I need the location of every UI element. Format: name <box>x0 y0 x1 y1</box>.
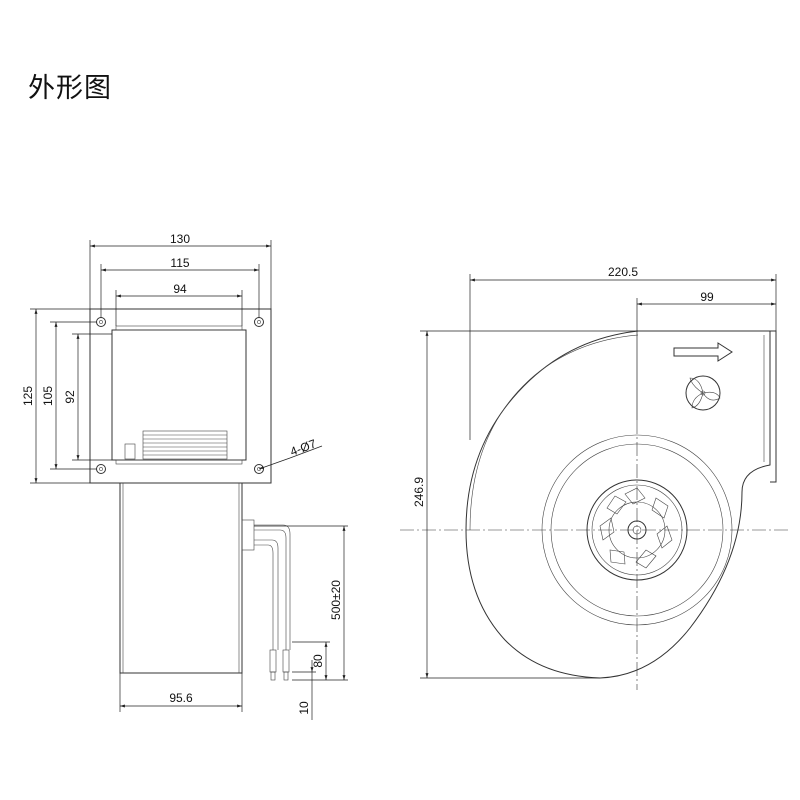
dim-246-9: 246.9 <box>412 477 426 507</box>
lead-wires <box>254 524 291 681</box>
dim-94: 94 <box>173 282 187 296</box>
side-view: 220.5 99 246.9 <box>400 265 790 690</box>
dim-105: 105 <box>41 386 55 406</box>
dim-92: 92 <box>63 390 77 404</box>
drawing-title: 外形图 <box>28 73 112 104</box>
dim-220-5: 220.5 <box>608 265 638 279</box>
impeller-blades <box>124 430 228 460</box>
impeller-blades-side <box>599 487 673 569</box>
front-view: 130 115 94 125 105 92 4-Ø7 95. <box>21 232 348 720</box>
dim-holes: 4-Ø7 <box>288 436 318 458</box>
front-flange <box>89 308 272 484</box>
dim-125: 125 <box>21 386 35 406</box>
dim-80: 80 <box>311 654 325 668</box>
dim-99: 99 <box>700 290 714 304</box>
rotation-direction-icon <box>685 375 721 411</box>
dim-130: 130 <box>170 232 190 246</box>
wire-connector <box>241 519 255 551</box>
mounting-holes <box>96 317 264 474</box>
dim-95-6: 95.6 <box>169 691 193 705</box>
dim-500: 500±20 <box>329 580 343 620</box>
outlet-flange <box>770 330 777 483</box>
volute-housing <box>465 330 771 679</box>
airflow-arrow-icon <box>673 342 733 362</box>
outlet-opening <box>111 329 247 461</box>
dim-115: 115 <box>170 256 189 270</box>
motor-body <box>119 482 243 674</box>
dim-10: 10 <box>297 701 311 715</box>
